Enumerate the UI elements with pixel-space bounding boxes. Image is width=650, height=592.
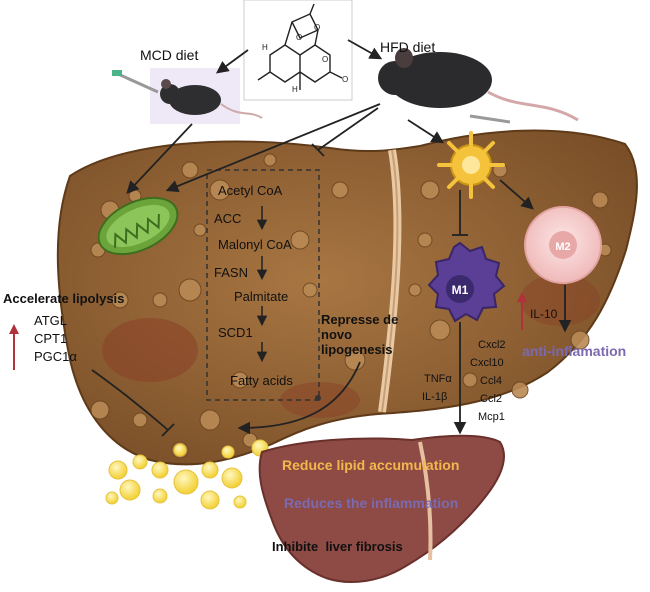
step-malonyl-coa: Malonyl CoA <box>218 237 292 252</box>
step-fasn: FASN <box>214 265 248 280</box>
step-acc: ACC <box>214 211 242 226</box>
reduce-inflammation-label: Reduces the inflammation <box>284 495 459 511</box>
m1-label: M1 <box>452 283 469 297</box>
svg-text:H: H <box>262 43 268 52</box>
step-scd1: SCD1 <box>218 325 253 340</box>
gene-cpt1: CPT1 <box>34 331 68 346</box>
mcd-mouse <box>112 68 263 124</box>
lipid-droplets <box>105 439 269 510</box>
flow-arrows <box>91 39 572 437</box>
hfd-mouse <box>378 48 579 124</box>
cytokine-cxcl2: Cxcl2 <box>478 339 506 351</box>
cytokine-tnfa: TNFα <box>424 373 452 385</box>
step-palmitate: Palmitate <box>234 289 289 304</box>
hfd-diet-label: HFD diet <box>380 39 436 55</box>
cytokine-cxcl10: Cxcl10 <box>470 357 504 369</box>
svg-text:O: O <box>296 33 302 42</box>
cytokine-ccl2: Ccl2 <box>480 393 503 405</box>
cytokine-mcp1: Mcp1 <box>478 411 505 423</box>
fatty-liver <box>56 129 638 466</box>
fibrosis-label: Inhibite liver fibrosis <box>272 539 403 554</box>
reduce-lipid-label: Reduce lipid accumulation <box>282 457 460 473</box>
cytokine-ccl4: Ccl4 <box>480 375 503 387</box>
step-acetyl-coa: Acetyl CoA <box>218 183 283 198</box>
lipolysis-title: Accelerate lipolysis <box>3 291 125 306</box>
svg-text:O: O <box>314 23 320 32</box>
lipogenesis-box <box>206 169 320 401</box>
svg-text:O: O <box>342 75 348 84</box>
gene-atgl: ATGL <box>34 313 67 328</box>
compound-structure: O O O O H H <box>243 0 353 101</box>
lipogenesis-effect: Represse de novo lipogenesis <box>321 312 399 357</box>
mcd-diet-label: MCD diet <box>140 47 199 63</box>
cytokine-il1b: IL-1β <box>422 391 448 403</box>
dendritic-cell <box>437 131 505 199</box>
m1-macrophage <box>427 241 506 323</box>
svg-text:H: H <box>292 85 298 94</box>
svg-text:O: O <box>322 55 328 64</box>
step-fatty-acids: Fatty acids <box>230 373 293 388</box>
m2-label: M2 <box>555 241 570 253</box>
cytokine-il10: IL-10 <box>530 307 558 321</box>
anti-inflammation-label: anti-inflamation <box>522 343 627 359</box>
gene-pgc1a: PGC1α <box>34 349 77 364</box>
healthy-liver <box>258 434 505 583</box>
mitochondrion <box>97 196 179 256</box>
m2-macrophage <box>524 206 602 284</box>
